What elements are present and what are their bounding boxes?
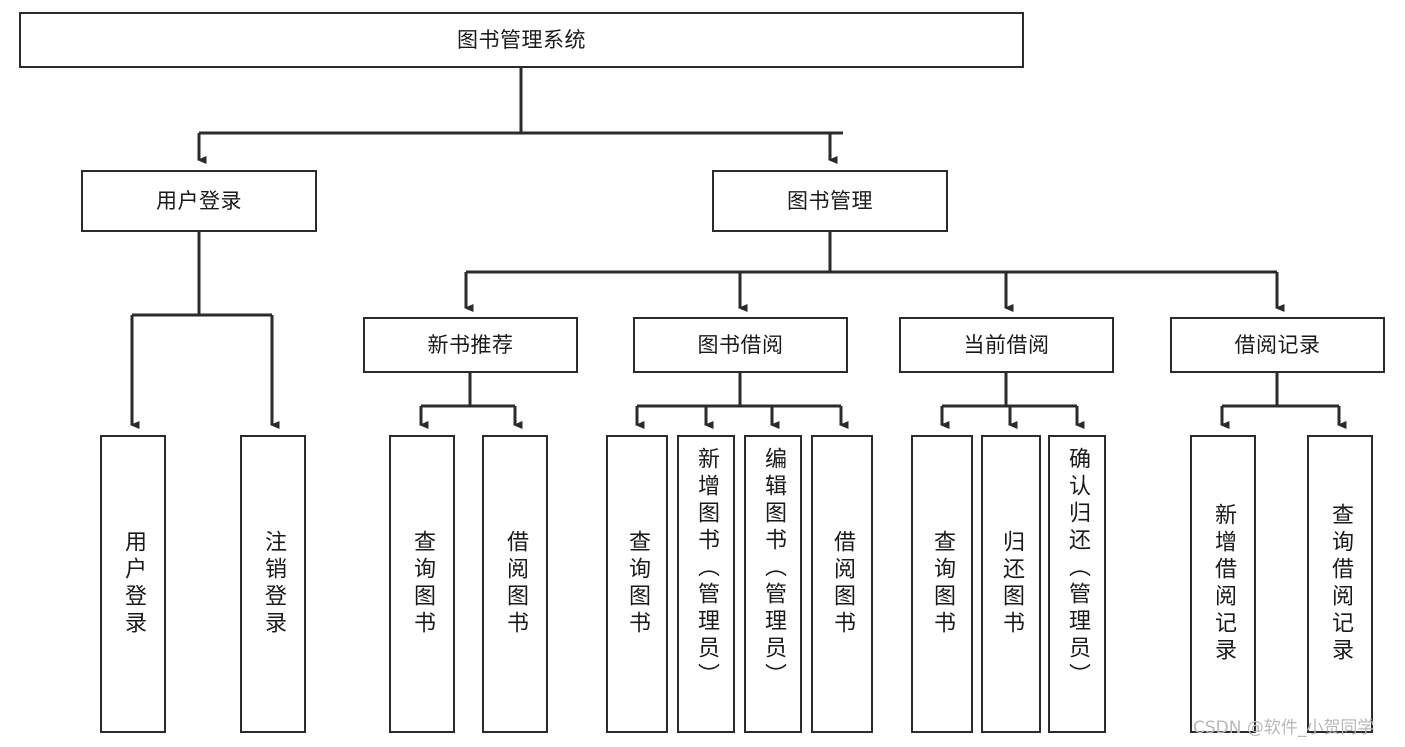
node-book-manage-label: 图书管理	[787, 188, 873, 213]
node-borrow-record-label: 借阅记录	[1234, 332, 1321, 357]
node-root-label: 图书管理系统	[457, 27, 586, 52]
node-leaf-add-record-label: 新增借阅记录	[1211, 503, 1236, 665]
node-current-borrow[interactable]: 当前借阅	[899, 317, 1114, 373]
node-user-login-label: 用户登录	[156, 188, 242, 213]
node-leaf-logout[interactable]: 注销登录	[240, 435, 306, 733]
node-leaf-query-book-1-label: 查询图书	[410, 530, 435, 638]
node-leaf-query-book-2[interactable]: 查询图书	[606, 435, 668, 733]
node-leaf-borrow-book-1-label: 借阅图书	[503, 530, 528, 638]
node-leaf-borrow-book-2[interactable]: 借阅图书	[811, 435, 873, 733]
node-leaf-edit-book-label: 编辑图书（管理员）	[761, 447, 786, 690]
watermark-text: CSDN @软件_小贺同学	[1193, 718, 1375, 738]
node-root[interactable]: 图书管理系统	[19, 12, 1024, 68]
node-new-book-recommend[interactable]: 新书推荐	[363, 317, 578, 373]
node-book-borrow-label: 图书借阅	[697, 332, 784, 357]
node-leaf-query-record[interactable]: 查询借阅记录	[1307, 435, 1373, 733]
node-borrow-record[interactable]: 借阅记录	[1170, 317, 1385, 373]
node-user-login[interactable]: 用户登录	[81, 170, 317, 232]
node-leaf-borrow-book-2-label: 借阅图书	[830, 530, 855, 638]
node-leaf-query-book-1[interactable]: 查询图书	[389, 435, 455, 733]
node-leaf-query-book-3-label: 查询图书	[930, 530, 955, 638]
node-leaf-edit-book[interactable]: 编辑图书（管理员）	[744, 435, 802, 733]
node-leaf-user-login-label: 用户登录	[121, 530, 146, 638]
node-leaf-add-book[interactable]: 新增图书（管理员）	[677, 435, 735, 733]
node-book-manage[interactable]: 图书管理	[712, 170, 948, 232]
node-leaf-add-book-label: 新增图书（管理员）	[694, 447, 719, 690]
node-leaf-logout-label: 注销登录	[261, 530, 286, 638]
node-current-borrow-label: 当前借阅	[963, 332, 1050, 357]
node-leaf-user-login[interactable]: 用户登录	[100, 435, 166, 733]
node-leaf-confirm-return[interactable]: 确认归还（管理员）	[1048, 435, 1106, 733]
node-leaf-return-book-label: 归还图书	[999, 530, 1024, 638]
node-leaf-query-record-label: 查询借阅记录	[1328, 503, 1353, 665]
node-leaf-return-book[interactable]: 归还图书	[981, 435, 1041, 733]
node-leaf-add-record[interactable]: 新增借阅记录	[1190, 435, 1256, 733]
node-leaf-borrow-book-1[interactable]: 借阅图书	[482, 435, 548, 733]
node-leaf-confirm-return-label: 确认归还（管理员）	[1065, 447, 1090, 690]
node-leaf-query-book-3[interactable]: 查询图书	[911, 435, 973, 733]
node-book-borrow[interactable]: 图书借阅	[633, 317, 848, 373]
node-leaf-query-book-2-label: 查询图书	[625, 530, 650, 638]
node-new-book-recommend-label: 新书推荐	[427, 332, 514, 357]
